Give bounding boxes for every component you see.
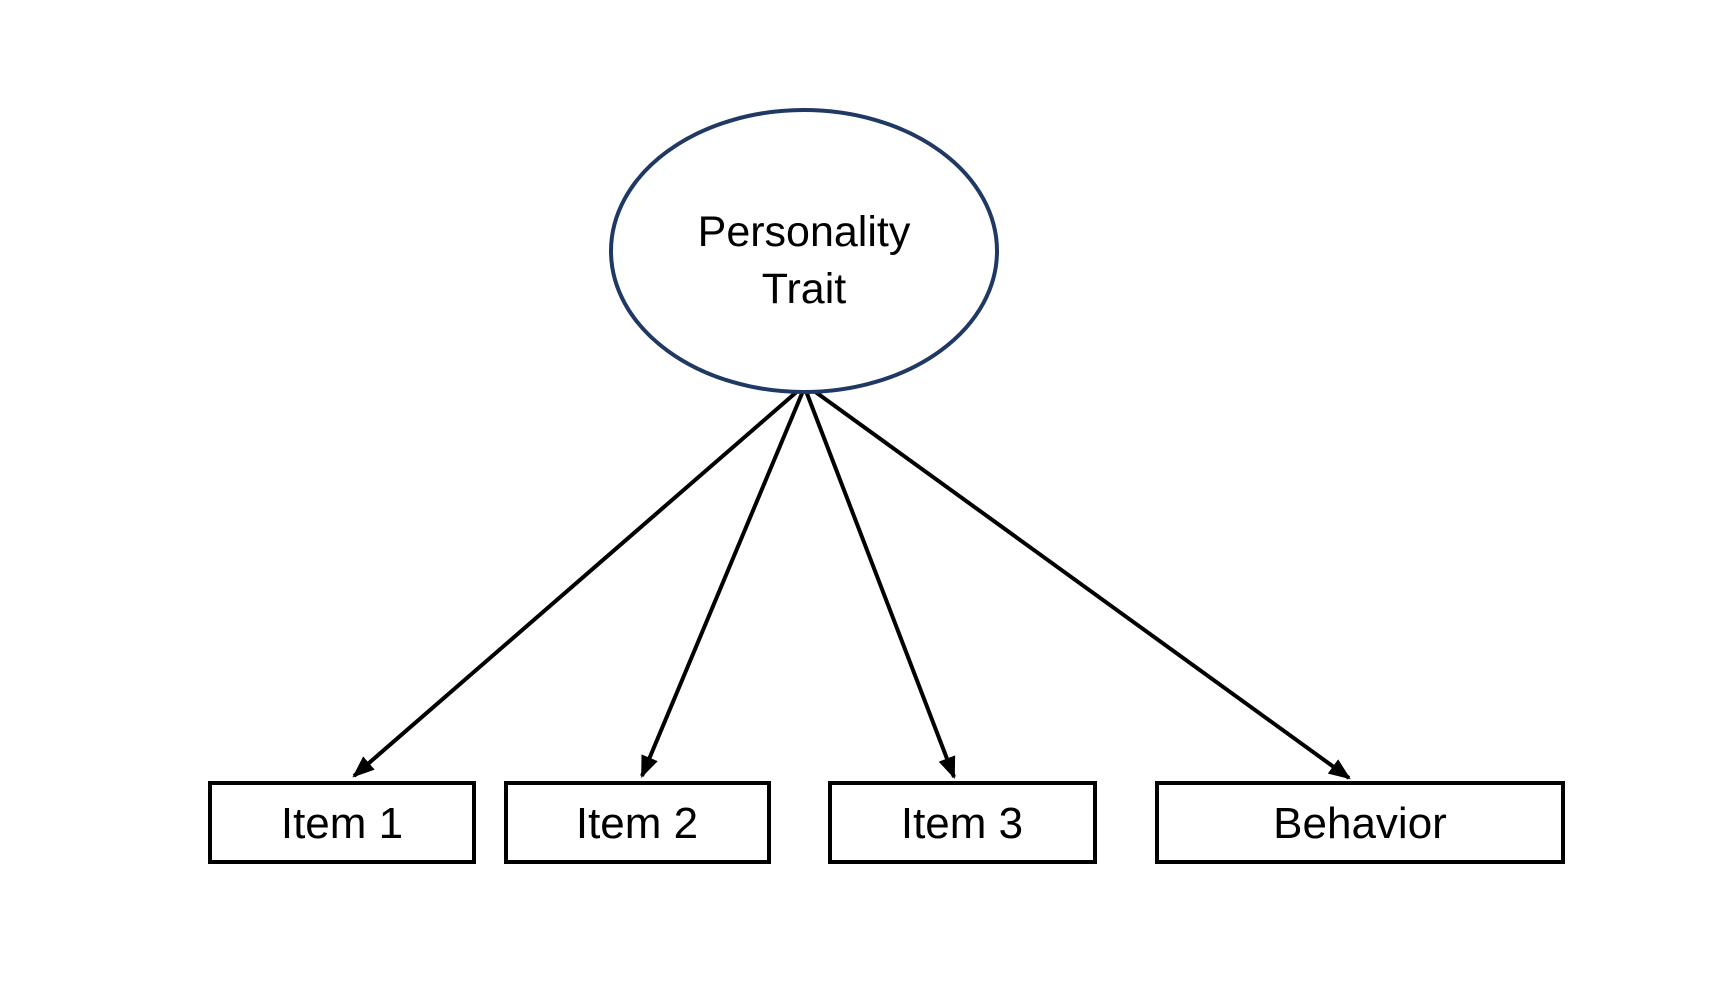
observed-box-item2	[504, 781, 771, 864]
observed-node-behavior: Behavior	[1155, 781, 1565, 864]
latent-variable-node: Personality Trait	[609, 108, 999, 394]
observed-label-item2: Item 2	[576, 799, 698, 848]
edge-arrow-item3	[804, 390, 956, 780]
edge-arrow-behavior	[808, 386, 1351, 780]
latent-label-line1: Personality	[698, 208, 911, 256]
edge-arrow-item1	[352, 387, 802, 778]
observed-box-item1	[208, 781, 476, 864]
observed-label-item3: Item 3	[901, 799, 1023, 848]
observed-label-item1: Item 1	[281, 799, 403, 848]
edge-arrow-item2	[640, 390, 805, 779]
latent-ellipse	[609, 108, 999, 394]
observed-node-item3: Item 3	[828, 781, 1097, 864]
observed-node-item1: Item 1	[208, 781, 476, 864]
observed-label-behavior: Behavior	[1273, 799, 1447, 848]
observed-box-behavior	[1155, 781, 1565, 864]
observed-box-item3	[828, 781, 1097, 864]
edges-group	[352, 386, 1351, 780]
latent-label-line2: Trait	[762, 265, 846, 313]
observed-node-item2: Item 2	[504, 781, 771, 864]
